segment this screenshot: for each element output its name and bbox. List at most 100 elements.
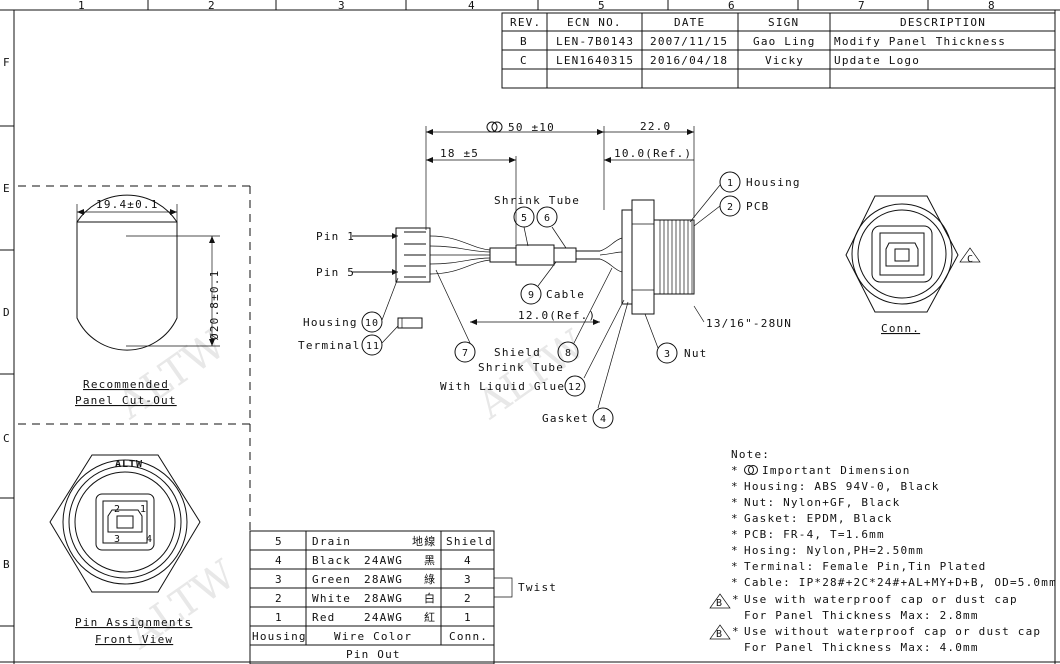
cutout-diameter-dim: Ø20.8±0.1 [208,270,221,340]
rev-c-ecn: LEN1640315 [556,54,634,67]
pin-row-3-housing: 3 [275,573,283,586]
pin-row-3-awg: 28AWG [364,573,403,586]
svg-text:*: * [731,544,739,557]
rev-b-date: 2007/11/15 [650,35,728,48]
col-3: 3 [338,0,346,12]
pin1-label: Pin 1 [316,230,355,243]
shrink-tube-2-label: Shrink Tube [478,361,564,374]
pin-table-header-wire: Wire Color [334,630,412,643]
pin-table-footer: Pin Out [346,648,401,661]
pin-row-5-conn: Shield [446,535,493,548]
threaded-body [653,219,695,295]
brand-logo: ALTW [115,459,143,470]
col-6: 6 [728,0,736,12]
balloon-1: 1 [727,178,734,189]
note-11: Use without waterproof cap or dust cap [744,625,1041,638]
front-view-label: Front View [95,633,173,646]
shrink-tube-label: Shrink Tube [494,194,580,207]
note-3: Nut: Nylon+GF, Black [744,496,900,509]
note-1: Important Dimension [762,464,911,477]
side-view: Pin 1 Pin 5 [316,120,695,329]
pin-row-5-color: Drain [312,535,351,548]
pin-row-3-cn: 綠 [424,573,436,586]
balloon-9: 9 [528,290,535,301]
twist-label: Twist [518,581,557,594]
pin-row-1-awg: 24AWG [364,611,403,624]
note-10: For Panel Thickness Max: 2.8mm [744,609,979,622]
balloon-7: 7 [462,348,469,359]
front-view: ALTW 2 1 3 4 Pin Assignments Front View [49,454,201,646]
svg-text:*: * [731,496,739,509]
balloon-8: 8 [565,348,572,359]
rev-b-ecn: LEN-7B0143 [556,35,634,48]
note-5: PCB: FR-4, T=1.6mm [744,528,885,541]
front-pin-1: 1 [140,504,147,515]
thread-lines [659,220,693,294]
note-7: Terminal: Female Pin,Tin Plated [744,560,987,573]
conn-label: Conn. [881,322,920,335]
pin-row-5-housing: 5 [275,535,283,548]
rev-b-sign: Gao Ling [753,35,816,48]
pin-row-3-conn: 3 [464,573,472,586]
nut-label: Nut [684,347,707,360]
balloon-6: 6 [544,213,551,224]
rev-header-rev: REV. [510,16,541,29]
overall-length-dim: 50 ±10 [508,121,555,134]
pin-row-2-housing: 2 [275,592,283,605]
depth-dim: 22.0 [640,120,671,133]
note-12: For Panel Thickness Max: 4.0mm [744,641,979,654]
balloon-4: 4 [600,414,607,425]
balloon-11: 11 [366,341,380,352]
notes-title: Note: [731,448,770,461]
row-B: B [3,558,11,571]
svg-text:*: * [732,625,740,638]
pin-row-4-cn: 黑 [424,554,436,567]
pin-assignments-label: Pin Assignments [75,616,192,629]
pin-row-4-awg: 24AWG [364,554,403,567]
gasket [621,209,633,305]
notes: Note: * Important Dimension * Housing: A… [709,254,1057,654]
svg-text:*: * [732,593,740,606]
front-pin-4: 4 [146,534,153,545]
housing-top-label: Housing [746,176,801,189]
pin-row-4-color: Black [312,554,351,567]
col-4: 4 [468,0,476,12]
rev-header-ecn: ECN NO. [567,16,622,29]
pin-row-3-color: Green [312,573,351,586]
svg-text:B: B [716,629,723,640]
rev-c-description: Update Logo [834,54,920,67]
balloon-10: 10 [365,318,379,329]
shield-label: Shield [494,346,541,359]
col-7: 7 [858,0,866,12]
housing-label: Housing [303,316,358,329]
row-D: D [3,306,11,319]
with-glue-label: With Liquid Glue [440,380,565,393]
col-5: 5 [598,0,606,12]
callout-balloons: 1 2 3 4 5 6 7 8 9 10 11 12 [361,171,741,429]
row-markers: F E D C B [3,56,11,571]
pin-out-table: 5 Drain 地線 Shield 4 Black 24AWG 黑 4 3 Gr… [249,530,557,664]
rev-flag-b-1 [709,593,731,609]
note-bullet-1: * [731,464,739,477]
pin-row-4-housing: 4 [275,554,283,567]
revision-table: REV. ECN NO. DATE SIGN DESCRIPTION B LEN… [501,12,1056,89]
svg-text:*: * [731,512,739,525]
column-markers: 1 2 3 4 5 6 7 8 [78,0,996,12]
pin-row-2-color: White [312,592,351,605]
pin-row-4-conn: 4 [464,554,472,567]
nut [631,199,655,315]
depth-ref-dim: 10.0(Ref.) [614,147,692,160]
pin-row-5-cn: 地線 [412,534,436,548]
note-2: Housing: ABS 94V-0, Black [744,480,940,493]
note-8: Cable: IP*28#+2C*24#+AL+MY+D+B, OD=5.0mm [744,576,1057,589]
pin-row-1-color: Red [312,611,335,624]
svg-text:*: * [731,480,739,493]
balloon-2: 2 [727,202,734,213]
col-8: 8 [988,0,996,12]
callout-labels: Housing PCB Nut Gasket Shrink Tube Cable… [298,176,801,425]
recommended-label: Recommended [83,378,169,391]
pin-row-2-awg: 28AWG [364,592,403,605]
pcb-label: PCB [746,200,769,213]
col-1: 1 [78,0,86,12]
